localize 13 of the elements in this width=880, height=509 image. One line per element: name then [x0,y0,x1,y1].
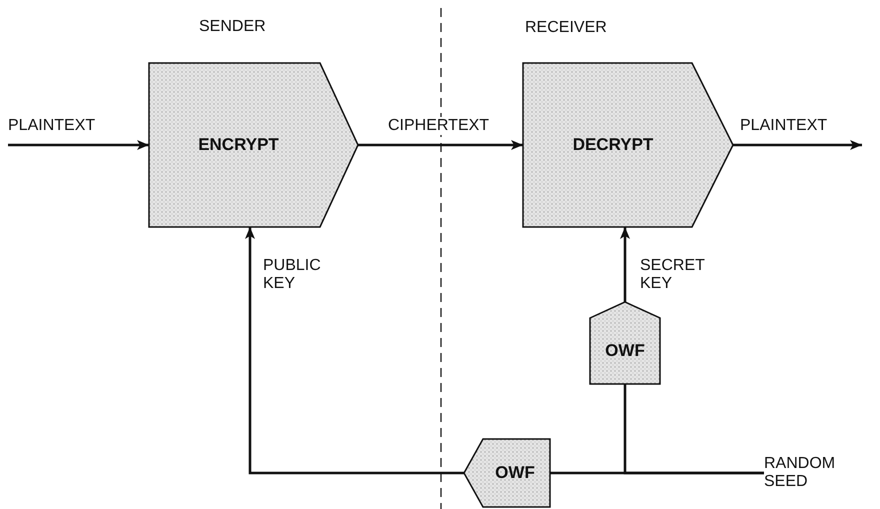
block-label: OWF [495,463,535,483]
block-label: DECRYPT [572,135,654,155]
arrow [358,140,523,150]
block-label: OWF [605,341,645,361]
input-label: RANDOM SEED [764,455,836,491]
party-label: RECEIVER [525,19,607,37]
arrow [733,140,862,150]
party-label: SENDER [199,18,266,36]
arrow [620,227,630,302]
arrow [8,140,149,150]
block-label: ENCRYPT [198,135,279,155]
edge-label: CIPHERTEXT [388,117,490,135]
arrow [245,227,464,474]
